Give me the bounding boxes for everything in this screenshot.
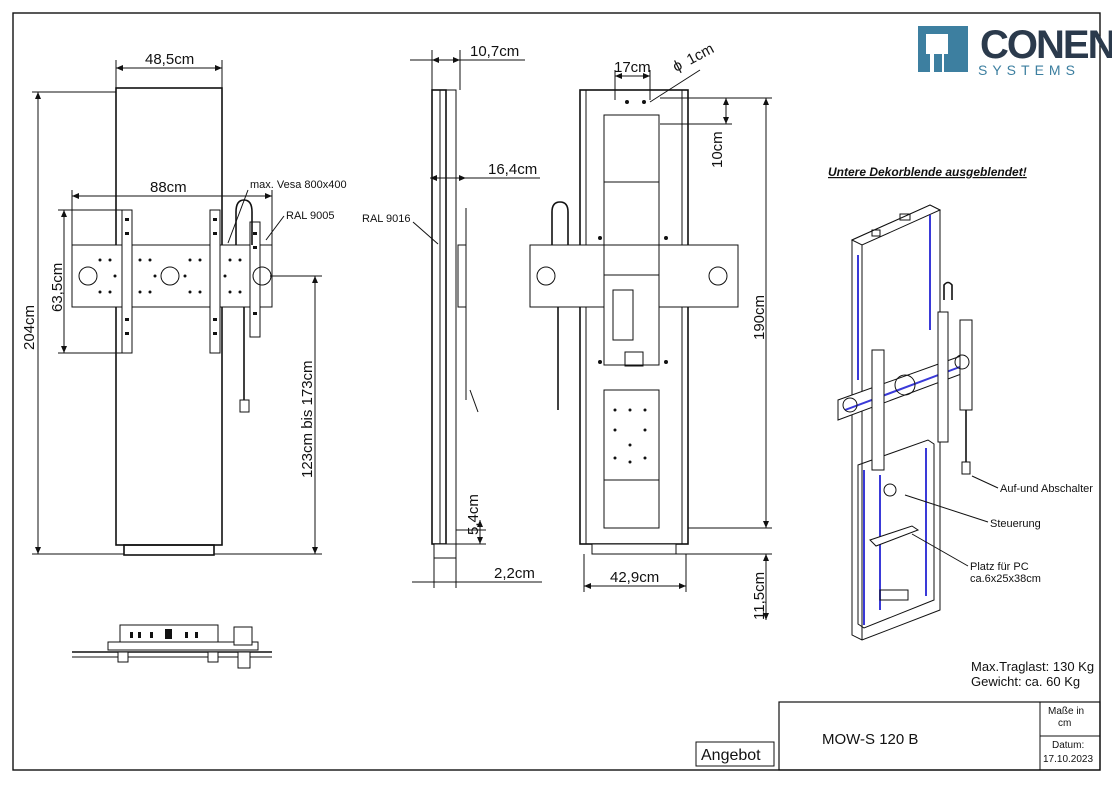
- label-ral-front: RAL 9005: [286, 210, 335, 222]
- title-block: MOW-S 120 B Maße in cm Datum: 17.10.2023…: [695, 701, 1101, 771]
- dim-side-depth-top: 10,7cm: [470, 43, 519, 60]
- dim-height-range: 123cm bis 173cm: [299, 360, 316, 478]
- label-pc-space: Platz für PC: [970, 561, 1029, 573]
- dim-top-offset: 10cm: [709, 131, 726, 168]
- offer-label: Angebot: [701, 747, 761, 764]
- front-view: 48,5cm 204cm 88cm 63,5cm 123cm bis 173cm…: [21, 51, 347, 556]
- dim-total-height: 204cm: [21, 305, 38, 350]
- units-label: Maße in: [1048, 706, 1084, 717]
- label-control: Steuerung: [990, 518, 1041, 530]
- side-view: 10,7cm 16,4cm RAL 9016 5,4cm 2,2cm: [362, 43, 542, 588]
- note-decor-hidden: Untere Dekorblende ausgeblendet!: [828, 165, 1027, 179]
- dim-back-width: 42,9cm: [610, 569, 659, 586]
- date-label: Datum:: [1052, 740, 1084, 751]
- dim-hole-diameter: 1cm: [684, 40, 717, 68]
- dim-foot-depth: 2,2cm: [494, 565, 535, 582]
- label-power-switch: Auf-und Abschalter: [1000, 483, 1093, 495]
- back-view: 17cm ϕ 1cm 10cm 190cm 42,9cm 11,5cm: [529, 40, 772, 620]
- label-vesa: max. Vesa 800x400: [250, 179, 347, 191]
- dim-back-height: 190cm: [751, 295, 768, 340]
- spec-weight: Gewicht: ca. 60 Kg: [971, 674, 1080, 689]
- dim-bottom: 11,5cm: [751, 572, 768, 620]
- iso-view: Untere Dekorblende ausgeblendet! Auf-und: [828, 165, 1093, 641]
- units-value: cm: [1058, 718, 1071, 729]
- drawing-frame: [12, 12, 1101, 771]
- label-ral-side: RAL 9016: [362, 213, 411, 225]
- label-pc-size: ca.6x25x38cm: [970, 573, 1041, 585]
- dim-mount-height: 63,5cm: [49, 263, 66, 312]
- dim-width-top: 48,5cm: [145, 51, 194, 68]
- top-view: [72, 624, 272, 669]
- dim-side-depth-mid: 16,4cm: [488, 161, 537, 178]
- date-value: 17.10.2023: [1043, 754, 1093, 765]
- dim-foot-height: 5,4cm: [465, 494, 482, 535]
- dim-slot-spacing: 17cm: [614, 59, 651, 76]
- conen-logo: CONEN SYSTEMS: [918, 23, 1112, 78]
- brand-name: CONEN: [980, 23, 1112, 67]
- dim-mount-width: 88cm: [150, 179, 187, 196]
- diameter-symbol: ϕ: [670, 57, 685, 76]
- brand-sub: SYSTEMS: [978, 62, 1080, 78]
- model-name: MOW-S 120 B: [822, 731, 918, 748]
- spec-max-load: Max.Traglast: 130 Kg: [971, 659, 1094, 674]
